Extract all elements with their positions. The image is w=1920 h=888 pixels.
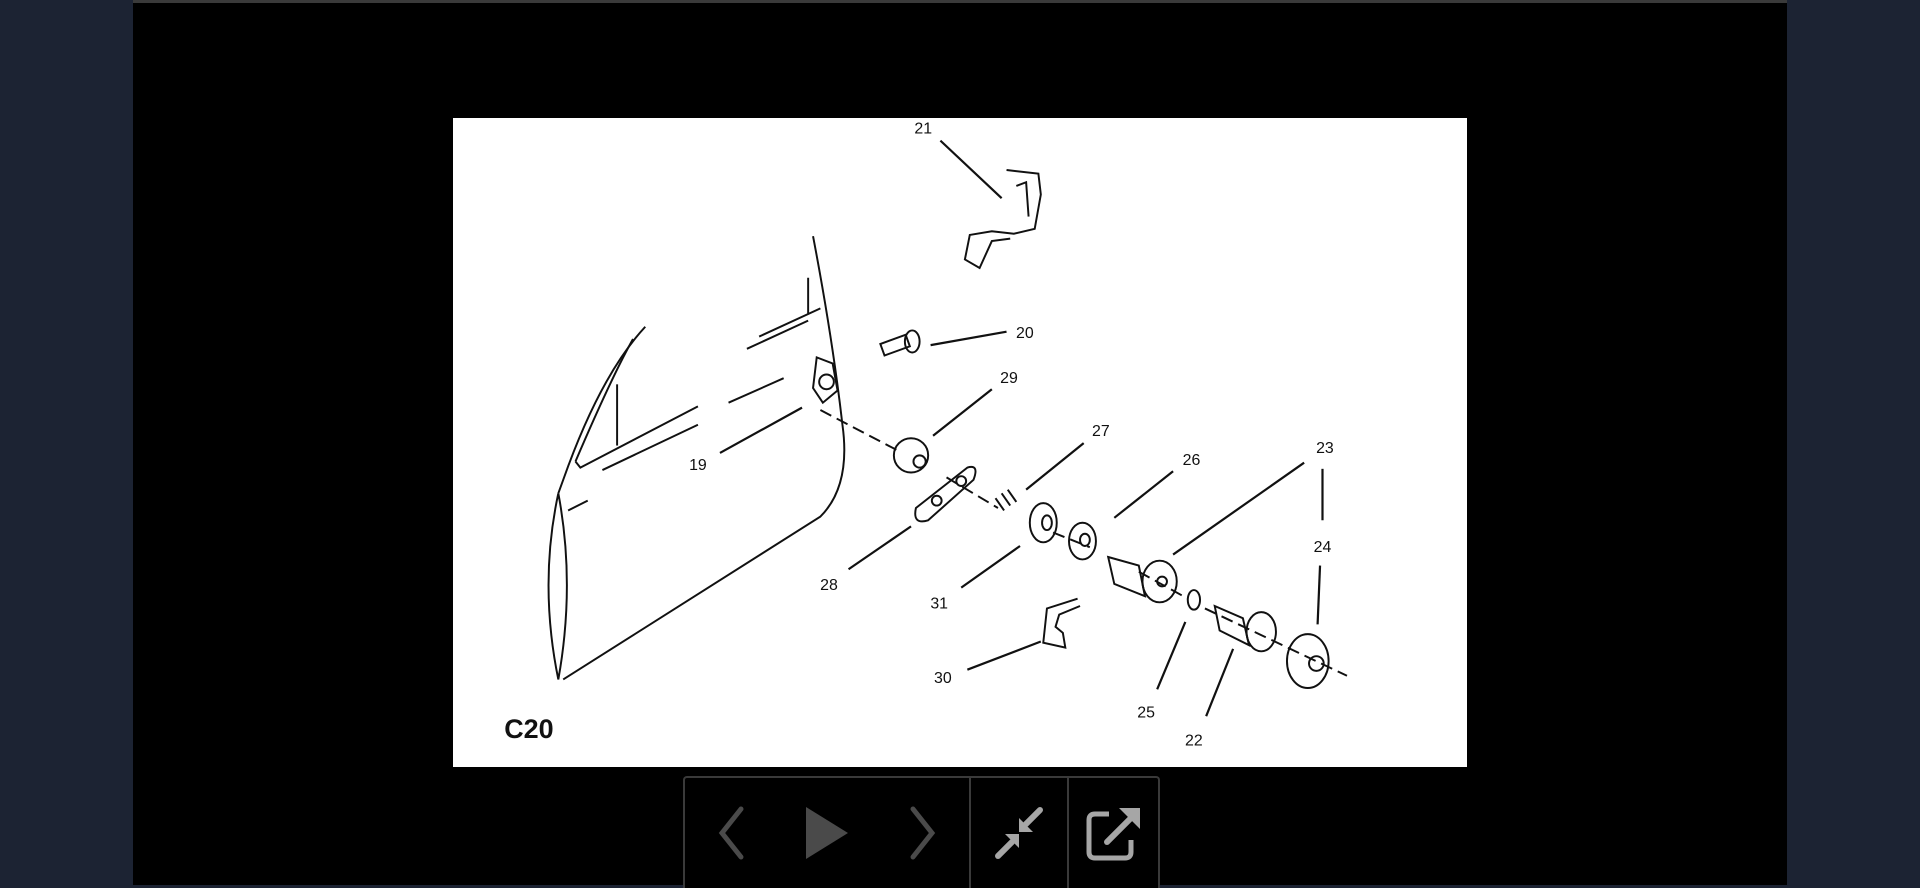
callout-20: 20 <box>1016 325 1034 342</box>
next-button[interactable] <box>892 793 952 873</box>
callout-24: 24 <box>1314 539 1332 556</box>
part-barrel-22 <box>1213 604 1277 653</box>
door-outline <box>547 235 846 681</box>
part-washer-31 <box>1028 502 1058 544</box>
callout-25: 25 <box>1137 704 1155 721</box>
collapse-icon <box>995 807 1043 859</box>
part-spring-27 <box>994 489 1018 512</box>
part-washer-26 <box>1068 521 1097 561</box>
callout-21: 21 <box>914 120 932 137</box>
viewer-controls <box>683 776 1160 888</box>
diagram-caption: C20 <box>504 714 553 744</box>
callout-30: 30 <box>934 670 952 687</box>
callout-22: 22 <box>1185 733 1203 750</box>
chevron-left-icon <box>719 806 744 860</box>
assembly-axis-line <box>819 409 1348 677</box>
part-cap-24 <box>1285 633 1330 690</box>
parts-diagram-image: 21 20 29 27 26 23 24 19 28 31 30 25 22 C… <box>453 118 1467 767</box>
door-lock-exploded-diagram: 21 20 29 27 26 23 24 19 28 31 30 25 22 C… <box>504 120 1348 750</box>
open-external-button[interactable] <box>1069 778 1158 888</box>
slideshow-controls <box>685 778 971 888</box>
part-cylinder-23 <box>1106 555 1178 604</box>
part-bolt-20 <box>879 329 921 357</box>
part-bracket-21 <box>963 169 1042 270</box>
leader-lines <box>719 139 1324 717</box>
chevron-right-icon <box>910 806 935 860</box>
external-link-icon <box>1086 808 1140 861</box>
part-lever-28 <box>914 466 977 523</box>
callout-27: 27 <box>1092 423 1110 440</box>
image-viewer: 21 20 29 27 26 23 24 19 28 31 30 25 22 C… <box>133 0 1787 888</box>
callout-19: 19 <box>689 457 707 474</box>
part-ring-25 <box>1186 589 1202 611</box>
exit-fullscreen-button[interactable] <box>971 778 1069 888</box>
callout-23: 23 <box>1316 440 1334 457</box>
play-icon <box>805 807 848 859</box>
callout-29: 29 <box>1000 370 1018 387</box>
callout-31: 31 <box>930 595 948 612</box>
callout-26: 26 <box>1183 452 1201 469</box>
callout-28: 28 <box>820 577 838 594</box>
part-lock-19 <box>812 356 839 405</box>
play-button[interactable] <box>797 793 857 873</box>
part-cap-29 <box>892 437 930 474</box>
previous-button[interactable] <box>702 793 762 873</box>
part-clip-30 <box>1042 597 1081 649</box>
